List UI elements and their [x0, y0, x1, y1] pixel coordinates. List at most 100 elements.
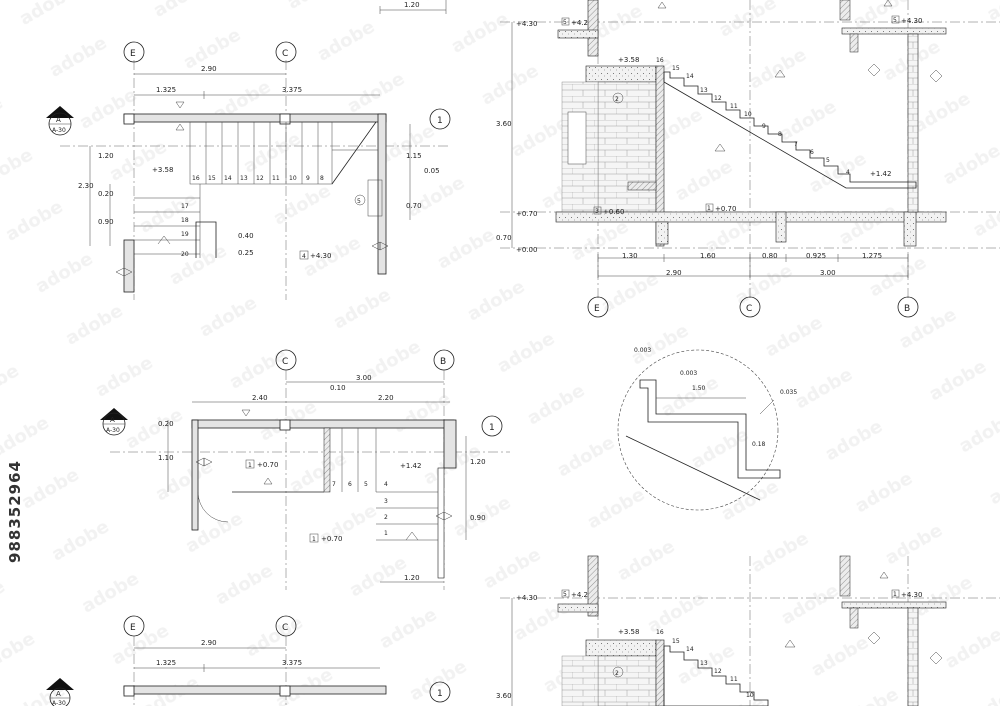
step-num: 13 — [240, 175, 248, 182]
step-num: 16 — [656, 57, 664, 64]
section-ref: A-30 — [52, 700, 66, 706]
step-num: 18 — [181, 217, 189, 224]
section-letter: A — [56, 116, 61, 124]
step-num: 12 — [714, 668, 722, 675]
axis-label-c: C — [282, 623, 288, 633]
level-3-58-section: +3.58 — [618, 628, 639, 636]
dim-1-20-bottom: 1.20 — [404, 574, 420, 582]
section-letter: A — [110, 416, 115, 424]
section-marker-a: A A-30 — [46, 106, 74, 136]
dim-top-edge: 1.20 — [404, 1, 420, 9]
step-num: 9 — [762, 123, 766, 130]
step-num: 7 — [332, 481, 336, 488]
axis-bubble-b — [433, 349, 455, 371]
step-num: 5 — [364, 481, 368, 488]
dim-0-20: 0.20 — [158, 420, 174, 428]
dim-1-20: 1.20 — [98, 152, 114, 160]
level-4-30: +4.30 — [310, 252, 331, 260]
stair-plan-repeat: E C 1 2.90 1.325 3.375 A A-30 — [46, 615, 451, 706]
level-4-30-left: +4.30 — [516, 20, 537, 28]
level-box-num: 5 — [563, 19, 567, 26]
level-box-num: 4 — [302, 253, 306, 260]
axis-label-e: E — [130, 623, 136, 633]
dim-0-035: 0.035 — [780, 389, 797, 396]
level-0-70-b: +0.70 — [321, 535, 342, 543]
step-num: 6 — [348, 481, 352, 488]
level-4-30-left: +4.30 — [516, 594, 537, 602]
stair-plan-lower: C B 1 A A-30 3.00 0.10 2.40 2.20 — [100, 349, 510, 590]
axis-bubble-c — [275, 615, 297, 637]
step-num: 3 — [384, 498, 388, 505]
dim-1-30: 1.30 — [622, 252, 638, 260]
dim-1-10: 1.10 — [158, 454, 174, 462]
level-0-70: +0.70 — [257, 461, 278, 469]
section-marker-a: A A-30 — [46, 678, 74, 706]
section-ref: A-30 — [106, 427, 120, 434]
step-num: 4 — [846, 169, 850, 176]
level-0-70-section: +0.70 — [715, 205, 736, 213]
step-num: 10 — [746, 692, 754, 699]
step-num: 15 — [208, 175, 216, 182]
step-num: 10 — [289, 175, 297, 182]
section1-step-numbers: 16 15 14 13 12 11 10 9 8 7 6 5 4 — [656, 57, 850, 176]
axis-bubble-c — [275, 349, 297, 371]
axis-bubble-1 — [481, 415, 503, 437]
plan1-step-numbers: 16 15 14 13 12 11 10 9 8 — [192, 175, 324, 182]
step-num: 15 — [672, 65, 680, 72]
dim-1-325: 1.325 — [156, 86, 176, 94]
step-num: 7 — [794, 141, 798, 148]
level-4-20: +4.20 — [571, 591, 592, 599]
dim-3-00-total: 3.00 — [820, 269, 836, 277]
level-4-30-right: +4.30 — [901, 591, 922, 599]
dim-1-60: 1.60 — [700, 252, 716, 260]
step-num: 9 — [306, 175, 310, 182]
axis-label-b: B — [904, 304, 910, 314]
dim-0-80: 0.80 — [762, 252, 778, 260]
step-num: 12 — [714, 95, 722, 102]
dim-2-20: 2.20 — [378, 394, 394, 402]
height-3-60: 3.60 — [496, 120, 512, 128]
axis-label-b: B — [440, 357, 446, 367]
step-num: 16 — [656, 629, 664, 636]
dim-1-15: 1.15 — [406, 152, 422, 160]
dim-0-10: 0.10 — [330, 384, 346, 392]
axis-bubble-e — [123, 41, 145, 63]
axis-label-1: 1 — [437, 689, 443, 699]
step-num: 2 — [384, 514, 388, 521]
axis-bubble-b — [897, 296, 919, 318]
plan2-step-numbers: 7 6 5 4 3 2 1 — [332, 481, 388, 537]
step-num: 15 — [672, 638, 680, 645]
level-3-58-section: +3.58 — [618, 56, 639, 64]
step-num: 5 — [826, 157, 830, 164]
step-num: 19 — [181, 231, 189, 238]
section-letter: A — [56, 690, 61, 698]
height-0-70: 0.70 — [496, 234, 512, 242]
level-0-00: +0.00 — [516, 246, 537, 254]
dim-0-003-b: 0.003 — [680, 370, 697, 377]
axis-bubble-e — [123, 615, 145, 637]
dim-0-90: 0.90 — [98, 218, 114, 226]
axis-bubble-1 — [429, 108, 451, 130]
axis-label-e: E — [130, 49, 136, 59]
dim-0-25: 0.25 — [238, 249, 254, 257]
step-detail: 0.003 0.003 1.50 0.035 0.18 — [617, 347, 797, 511]
level-0-60: +0.60 — [603, 208, 624, 216]
dim-2-40: 2.40 — [252, 394, 268, 402]
level-1-42: +1.42 — [870, 170, 891, 178]
dim-0-18: 0.18 — [752, 441, 766, 448]
level-box-num: 1 — [893, 591, 897, 598]
step-num: 14 — [224, 175, 232, 182]
dim-0-90: 0.90 — [470, 514, 486, 522]
step-num: 13 — [700, 87, 708, 94]
axis-label-c: C — [282, 357, 288, 367]
level-box-num: 1 — [707, 205, 711, 212]
step-num: 14 — [686, 646, 694, 653]
stock-image-id: 988352964 — [6, 460, 24, 563]
step-num: 16 — [192, 175, 200, 182]
level-3-58: +3.58 — [152, 166, 173, 174]
step-num: 11 — [272, 175, 280, 182]
step-num: 4 — [384, 481, 388, 488]
dim-2-90: 2.90 — [201, 639, 217, 647]
